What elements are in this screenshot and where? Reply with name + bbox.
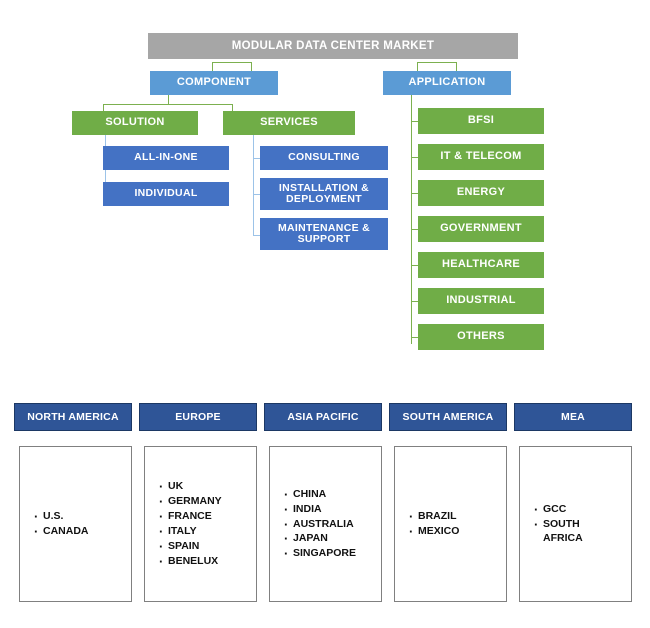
connector-application-stub-4 (411, 229, 421, 230)
region-header-north-america-label: NORTH AMERICA (27, 411, 119, 423)
leaf-it-telecom[interactable]: IT & TELECOM (418, 144, 544, 170)
leaf-individual[interactable]: INDIVIDUAL (103, 182, 229, 206)
country-item: JAPAN (284, 530, 356, 548)
region-card-mea: GCCSOUTH AFRICA (519, 446, 632, 602)
country-item: BRAZIL (409, 508, 459, 526)
leaf-installation-deployment[interactable]: INSTALLATION & DEPLOYMENT (260, 178, 388, 210)
country-list-north-america: U.S.CANADA (20, 508, 89, 541)
country-item: INDIA (284, 501, 356, 519)
region-card-asia-pacific: CHINAINDIAAUSTRALIAJAPANSINGAPORE (269, 446, 382, 602)
segment-services-label: SERVICES (260, 116, 318, 129)
segment-application-label: APPLICATION (408, 76, 486, 89)
segment-component[interactable]: COMPONENT (150, 71, 278, 95)
region-brace (0, 340, 650, 400)
leaf-all-in-one-label: ALL-IN-ONE (134, 151, 198, 164)
connector-component-split (103, 104, 233, 105)
country-item: GCC (534, 501, 583, 519)
country-item: SPAIN (159, 538, 222, 556)
leaf-it-telecom-label: IT & TELECOM (440, 150, 522, 163)
leaf-individual-label: INDIVIDUAL (134, 187, 198, 200)
root-node-label: MODULAR DATA CENTER MARKET (231, 39, 435, 52)
root-node-modular-data-center-market: MODULAR DATA CENTER MARKET (148, 33, 518, 59)
region-header-mea-label: MEA (561, 411, 585, 423)
segment-application[interactable]: APPLICATION (383, 71, 511, 95)
country-item: U.S. (34, 508, 89, 526)
country-item: GERMANY (159, 493, 222, 511)
country-item: CANADA (34, 523, 89, 541)
leaf-government[interactable]: GOVERNMENT (418, 216, 544, 242)
country-item: UK (159, 478, 222, 496)
region-header-north-america[interactable]: NORTH AMERICA (14, 403, 132, 431)
leaf-government-label: GOVERNMENT (440, 222, 522, 235)
connector-application-stub-7 (411, 337, 421, 338)
country-item: CHINA (284, 486, 356, 504)
connector-services-trunk (253, 135, 254, 235)
connector-root-left-horizontal (212, 62, 252, 63)
country-list-south-america: BRAZILMEXICO (395, 508, 459, 541)
connector-services-stub-1 (253, 158, 263, 159)
connector-component-stem (168, 95, 169, 104)
region-header-asia-pacific[interactable]: ASIA PACIFIC (264, 403, 382, 431)
segment-solution-label: SOLUTION (105, 116, 165, 129)
country-list-europe: UKGERMANYFRANCEITALYSPAINBENELUX (145, 478, 222, 571)
region-card-europe: UKGERMANYFRANCEITALYSPAINBENELUX (144, 446, 257, 602)
connector-application-trunk (411, 95, 412, 344)
connector-application-stub-5 (411, 265, 421, 266)
leaf-bfsi[interactable]: BFSI (418, 108, 544, 134)
country-item: AUSTRALIA (284, 516, 356, 534)
leaf-installation-deployment-label: INSTALLATION & DEPLOYMENT (278, 181, 370, 205)
leaf-energy-label: ENERGY (456, 186, 506, 199)
country-item: MEXICO (409, 523, 459, 541)
leaf-energy[interactable]: ENERGY (418, 180, 544, 206)
region-header-south-america[interactable]: SOUTH AMERICA (389, 403, 507, 431)
region-header-asia-pacific-label: ASIA PACIFIC (287, 411, 359, 423)
region-card-north-america: U.S.CANADA (19, 446, 132, 602)
leaf-others[interactable]: OTHERS (418, 324, 544, 350)
connector-application-stub-2 (411, 157, 421, 158)
connector-component-to-services (232, 104, 233, 112)
country-item: FRANCE (159, 508, 222, 526)
country-item: ITALY (159, 523, 222, 541)
leaf-consulting-label: CONSULTING (288, 151, 360, 164)
leaf-healthcare[interactable]: HEALTHCARE (418, 252, 544, 278)
connector-component-to-solution (103, 104, 104, 112)
connector-services-stub-2 (253, 194, 263, 195)
region-card-south-america: BRAZILMEXICO (394, 446, 507, 602)
region-header-south-america-label: SOUTH AMERICA (402, 411, 494, 423)
connector-root-left-down-b (251, 62, 252, 71)
leaf-others-label: OTHERS (457, 330, 505, 343)
segment-solution[interactable]: SOLUTION (72, 111, 198, 135)
leaf-consulting[interactable]: CONSULTING (260, 146, 388, 170)
connector-application-stub-3 (411, 193, 421, 194)
leaf-maintenance-support[interactable]: MAINTENANCE & SUPPORT (260, 218, 388, 250)
country-item: SINGAPORE (284, 545, 356, 563)
leaf-industrial-label: INDUSTRIAL (446, 294, 516, 307)
segment-component-label: COMPONENT (176, 76, 252, 89)
connector-root-left-down-a (212, 62, 213, 71)
connector-application-stub-6 (411, 301, 421, 302)
leaf-bfsi-label: BFSI (467, 114, 495, 127)
region-header-europe-label: EUROPE (175, 411, 221, 423)
connector-root-right-down-b (456, 62, 457, 71)
leaf-industrial[interactable]: INDUSTRIAL (418, 288, 544, 314)
country-list-asia-pacific: CHINAINDIAAUSTRALIAJAPANSINGAPORE (270, 486, 356, 564)
region-header-europe[interactable]: EUROPE (139, 403, 257, 431)
country-item: SOUTH AFRICA (534, 516, 583, 547)
leaf-maintenance-support-label: MAINTENANCE & SUPPORT (278, 221, 370, 245)
leaf-healthcare-label: HEALTHCARE (442, 258, 520, 271)
connector-root-right-horizontal (417, 62, 457, 63)
connector-services-stub-3 (253, 235, 263, 236)
segment-services[interactable]: SERVICES (223, 111, 355, 135)
country-item: BENELUX (159, 553, 222, 571)
connector-application-stub-1 (411, 121, 421, 122)
region-header-mea[interactable]: MEA (514, 403, 632, 431)
leaf-all-in-one[interactable]: ALL-IN-ONE (103, 146, 229, 170)
country-list-mea: GCCSOUTH AFRICA (520, 501, 583, 547)
connector-root-right-down-a (417, 62, 418, 71)
